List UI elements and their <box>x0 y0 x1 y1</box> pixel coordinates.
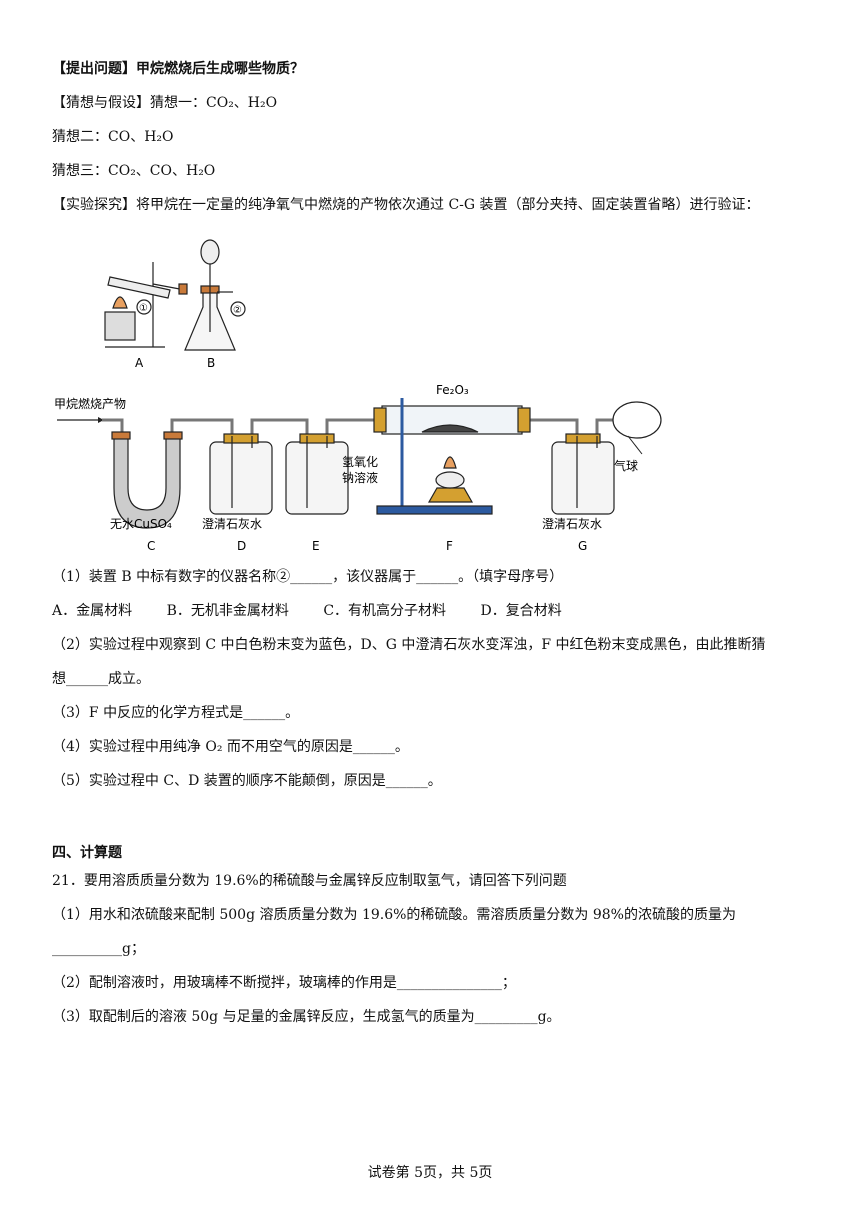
question-3: （3）F 中反应的化学方程式是______。 <box>52 705 300 721</box>
mark-1: ① <box>139 303 148 314</box>
problem-21-part1b: __________g； <box>52 941 145 957</box>
u-tube-c <box>111 431 183 529</box>
balloon-label: 气球 <box>614 458 638 473</box>
option-c: C．有机高分子材料 <box>323 603 447 619</box>
label-c: C <box>147 539 155 553</box>
option-a: A．金属材料 <box>52 603 133 619</box>
guess-one: 【猜想与假设】猜想一：CO₂、H₂O <box>52 94 277 112</box>
experiment-intro: 【实验探究】将甲烷在一定量的纯净氧气中燃烧的产物依次通过 C-G 装置（部分夹持… <box>52 197 760 213</box>
question-5: （5）实验过程中 C、D 装置的顺序不能颠倒，原因是______。 <box>52 773 442 789</box>
d-sublabel: 澄清石灰水 <box>202 516 262 531</box>
apparatus-b <box>184 239 246 351</box>
section-4-title: 四、计算题 <box>52 845 122 861</box>
guess-two: 猜想二：CO、H₂O <box>52 129 174 145</box>
question-4: （4）实验过程中用纯净 O₂ 而不用空气的原因是______。 <box>52 739 409 755</box>
inlet-label: 甲烷燃烧产物 <box>54 396 126 411</box>
guess-one-value: CO₂、H₂O <box>206 95 278 111</box>
problem-21-part3: （3）取配制后的溶液 50g 与足量的金属锌反应，生成氢气的质量为_______… <box>52 1009 561 1025</box>
question-1-options: A．金属材料 B．无机非金属材料 C．有机高分子材料 D．复合材料 <box>52 602 592 620</box>
label-g: G <box>578 539 587 553</box>
problem-21-part2: （2）配制溶液时，用玻璃棒不断搅拌，玻璃棒的作用是_______________… <box>52 975 516 991</box>
mark-2: ② <box>233 305 242 316</box>
label-b: B <box>207 356 215 370</box>
page-footer: 试卷第 5页，共 5页 <box>367 1165 493 1181</box>
label-f: F <box>446 539 453 553</box>
g-sublabel: 澄清石灰水 <box>542 516 602 531</box>
problem-21-part1a: （1）用水和浓硫酸来配制 500g 溶质质量分数为 19.6%的稀硫酸。需溶质质… <box>52 907 736 923</box>
question-2b: 想______成立。 <box>52 671 150 687</box>
guess-three: 猜想三：CO₂、CO、H₂O <box>52 163 216 179</box>
tube-furnace-f <box>373 398 531 515</box>
balloon <box>612 401 662 439</box>
naoh-label-1: 氢氧化 <box>342 454 378 469</box>
label-a: A <box>135 356 144 370</box>
question-prompt: 【提出问题】甲烷燃烧后生成哪些物质？ <box>52 61 304 77</box>
connecting-tubes <box>102 418 617 436</box>
apparatus-cg-figure: 甲烷燃烧产物 氢氧化 钠溶液 <box>54 383 662 553</box>
c-sublabel: 无水CuSO₄ <box>110 517 172 531</box>
apparatus-ab-figure: ① A ② B <box>104 239 246 370</box>
naoh-label-2: 钠溶液 <box>342 470 378 485</box>
bottle-e <box>285 433 349 515</box>
label-e: E <box>312 539 320 553</box>
option-d: D．复合材料 <box>480 603 562 619</box>
problem-21: 21．要用溶质质量分数为 19.6%的稀硫酸与金属锌反应制取氢气，请回答下列问题 <box>52 873 567 889</box>
apparatus-a <box>104 262 188 348</box>
option-b: B．无机非金属材料 <box>166 603 289 619</box>
label-d: D <box>237 539 246 553</box>
fe2o3-label: Fe₂O₃ <box>436 383 469 397</box>
guess-one-label: 【猜想与假设】猜想一： <box>52 95 206 111</box>
bottle-g <box>551 433 615 515</box>
question-2a: （2）实验过程中观察到 C 中白色粉末变为蓝色，D、G 中澄清石灰水变浑浊，F … <box>52 637 766 653</box>
question-1: （1）装置 B 中标有数字的仪器名称②______，该仪器属于______。（填… <box>52 569 564 585</box>
bottle-d <box>209 433 273 515</box>
